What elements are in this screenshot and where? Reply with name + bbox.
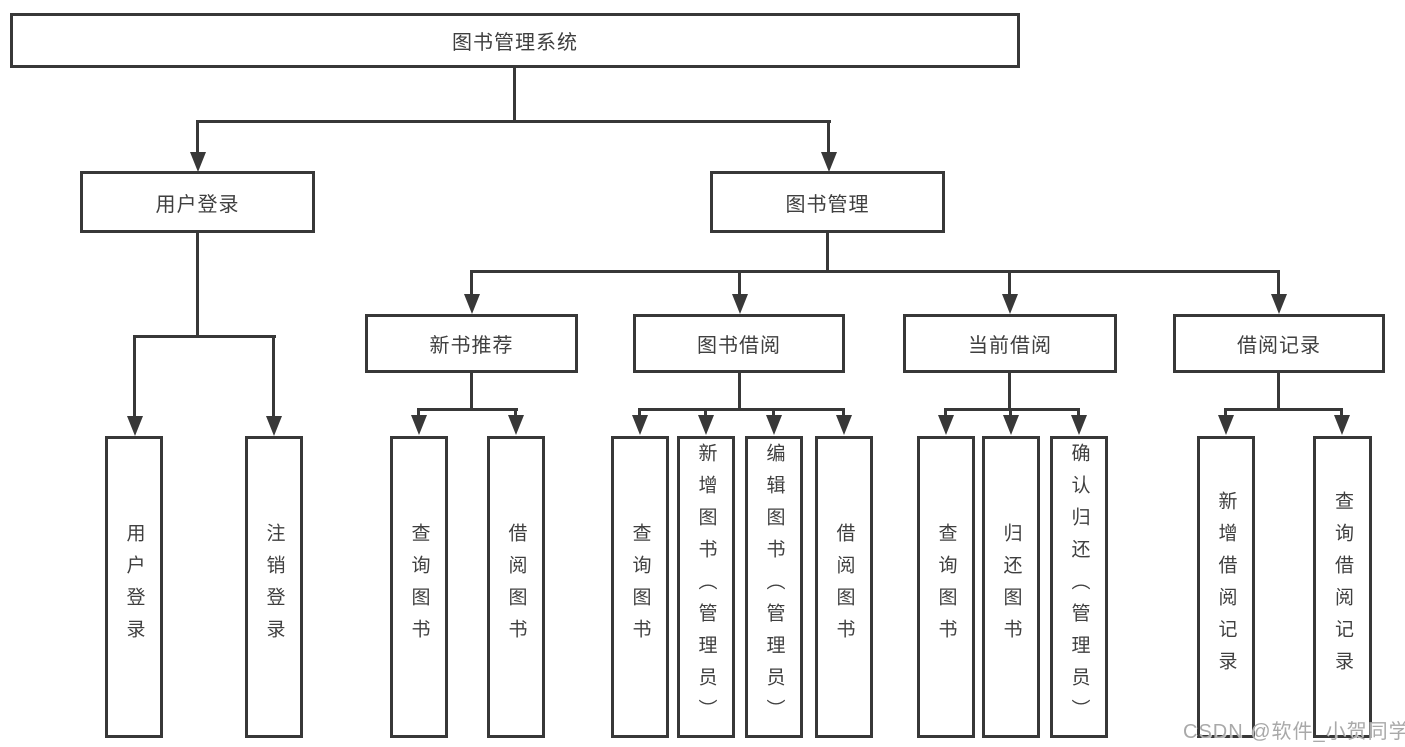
connector-book-borrowing-hline [638, 408, 845, 411]
arrow-down [196, 120, 199, 153]
connector-borrowing-records-stub [1277, 373, 1280, 410]
arrow-down [1008, 270, 1011, 295]
arrow-down [1277, 270, 1280, 295]
leaf-query-books-recommend-label: 查询图书 [408, 523, 430, 651]
arrow-down [944, 408, 947, 416]
leaf-user-login: 用户登录 [105, 436, 163, 738]
arrow-down [272, 335, 275, 417]
connector-user-login-stub [196, 233, 199, 337]
leaf-confirm-return-admin-label: 确认归还（管理员） [1068, 443, 1090, 731]
node-user-login-label: 用户登录 [155, 193, 240, 216]
leaf-query-books-recommend: 查询图书 [390, 436, 448, 738]
leaf-borrow-books-recommend: 借阅图书 [487, 436, 545, 738]
csdn-watermark: CSDN @软件_小贺同学 [1183, 721, 1405, 743]
leaf-confirm-return-admin: 确认归还（管理员） [1050, 436, 1108, 738]
connector-new-book-hline [418, 408, 518, 411]
arrow-down [470, 270, 473, 295]
arrow-down [827, 120, 830, 153]
leaf-user-login-label: 用户登录 [123, 523, 145, 651]
arrow-down [772, 408, 775, 416]
leaf-borrow-books-recommend-label: 借阅图书 [505, 523, 527, 651]
connector-root-stub [513, 68, 516, 122]
connector-book-management-stub [826, 233, 829, 272]
connector-borrowing-records-hline [1224, 408, 1343, 411]
arrow-down [514, 408, 517, 416]
leaf-query-books-borrowing-label: 查询图书 [629, 523, 651, 651]
arrow-down [1077, 408, 1080, 416]
node-root-label: 图书管理系统 [452, 32, 578, 54]
leaf-query-books-borrowing: 查询图书 [611, 436, 669, 738]
leaf-query-borrow-record-label: 查询借阅记录 [1332, 491, 1353, 683]
leaf-add-borrow-record: 新增借阅记录 [1197, 436, 1255, 738]
arrow-down [417, 408, 420, 416]
leaf-query-books-current: 查询图书 [917, 436, 975, 738]
arrow-down [1009, 408, 1012, 416]
leaf-query-borrow-record: 查询借阅记录 [1313, 436, 1372, 738]
node-borrowing-records-label: 借阅记录 [1237, 335, 1321, 357]
leaf-return-books-label: 归还图书 [1000, 523, 1022, 651]
connector-current-borrowing-hline [944, 408, 1080, 411]
node-borrowing-records: 借阅记录 [1173, 314, 1385, 373]
arrow-down [1224, 408, 1227, 416]
arrow-down [638, 408, 641, 416]
leaf-borrow-books-borrowing-label: 借阅图书 [833, 523, 855, 651]
leaf-return-books: 归还图书 [982, 436, 1040, 738]
connector-new-book-stub [470, 373, 473, 410]
leaf-edit-book-admin-label: 编辑图书（管理员） [763, 443, 785, 731]
arrow-down [133, 335, 136, 417]
connector-user-login-hline [133, 335, 276, 338]
node-book-borrowing: 图书借阅 [633, 314, 845, 373]
leaf-borrow-books-borrowing: 借阅图书 [815, 436, 873, 738]
leaf-add-book-admin: 新增图书（管理员） [677, 436, 735, 738]
arrow-down [1340, 408, 1343, 416]
leaf-edit-book-admin: 编辑图书（管理员） [745, 436, 803, 738]
node-book-borrowing-label: 图书借阅 [697, 335, 781, 357]
leaf-logout-label: 注销登录 [263, 523, 285, 651]
leaf-query-books-current-label: 查询图书 [935, 523, 957, 651]
leaf-add-book-admin-label: 新增图书（管理员） [695, 443, 717, 731]
node-user-login: 用户登录 [80, 171, 315, 233]
node-current-borrowing-label: 当前借阅 [968, 335, 1052, 357]
node-root: 图书管理系统 [10, 13, 1020, 68]
node-new-book-recommend: 新书推荐 [365, 314, 578, 373]
node-current-borrowing: 当前借阅 [903, 314, 1117, 373]
node-book-management-label: 图书管理 [785, 193, 870, 216]
leaf-add-borrow-record-label: 新增借阅记录 [1215, 491, 1237, 683]
arrow-down [842, 408, 845, 416]
connector-book-management-hline [470, 270, 1280, 273]
node-new-book-recommend-label: 新书推荐 [429, 335, 514, 357]
node-book-management: 图书管理 [710, 171, 945, 233]
leaf-logout: 注销登录 [245, 436, 303, 738]
connector-current-borrowing-stub [1008, 373, 1011, 410]
arrow-down [738, 270, 741, 295]
arrow-down [704, 408, 707, 416]
connector-root-hline [197, 120, 831, 123]
connector-book-borrowing-stub [738, 373, 741, 410]
